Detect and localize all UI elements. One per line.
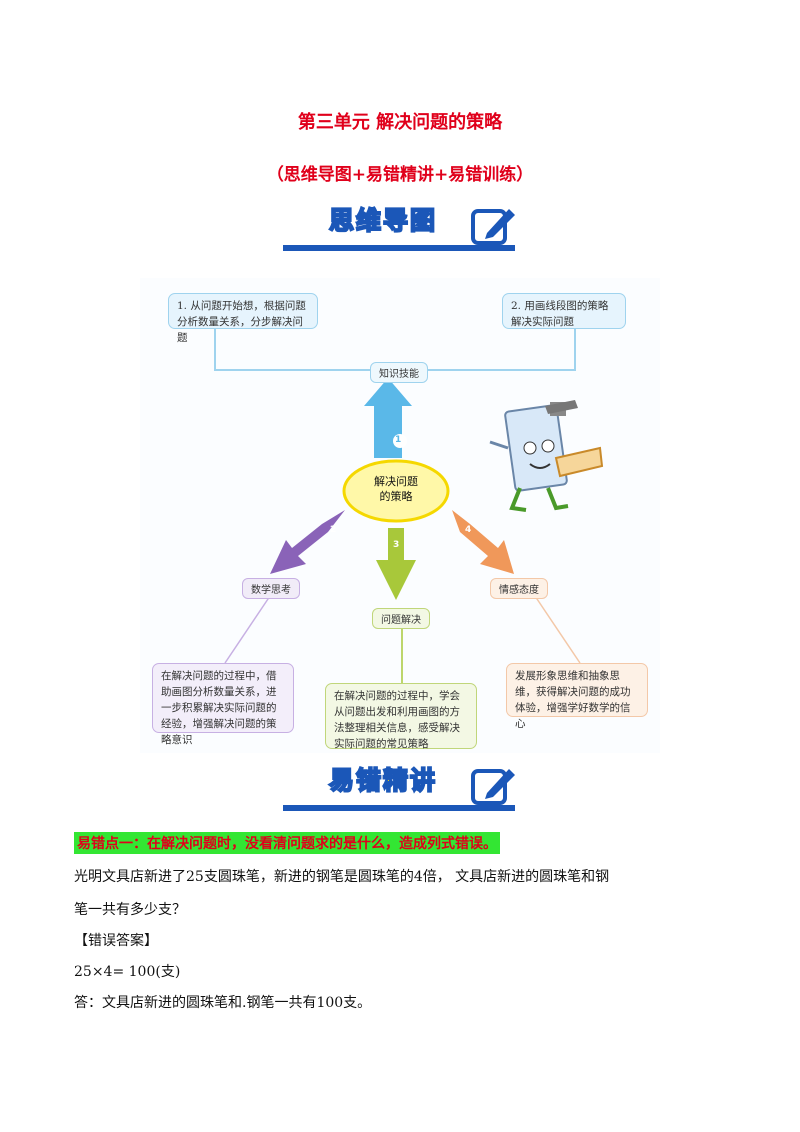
arrow-number-1 [393,434,407,448]
arrow-number-4-label: 4 [465,525,472,535]
attitude-tag: 情感态度 [490,578,548,599]
calculation: 25×4= 100(支) [74,964,181,980]
arrow-right [452,510,514,574]
skill-box-1: 1. 从问题开始想，根据问题分析数量关系，分步解决问题 [168,293,318,344]
solve-text-box: 在解决问题的过程中，学会从问题出发和利用画图的方法整理相关信息，感受解决实际问题… [325,683,477,750]
arrow-left [270,510,345,574]
attitude-connector-line [534,595,581,664]
arrow-number-1-label: 1 [395,435,402,445]
arrow-number-3-label: 3 [393,540,400,550]
arrow-down [376,528,416,600]
knowledge-tag: 知识技能 [370,362,428,383]
book-mascot [489,400,604,512]
mindmap-banner-title: 思维导图 [328,205,438,236]
page-subtitle: （思维导图+易错精讲+易错训练） [266,165,534,185]
skill-box-2: 2. 用画线段图的策略解决实际问题 [502,293,626,329]
mind-map-graphic [214,328,604,683]
pencil-edit-icon [471,209,515,245]
wrong-answer-label: 【错误答案】 [74,933,158,949]
problem-line-2: 笔一共有多少支？ [74,902,186,918]
solve-tag: 问题解决 [372,608,430,629]
problem-line-1: 光明文具店新进了25支圆珠笔，新进的钢笔是圆珠笔的4倍， 文具店新进的圆珠笔和钢 [74,869,610,885]
errors-banner-title: 易错精讲 [328,765,438,796]
pencil-edit-icon [471,769,515,805]
page-title: 第三单元 解决问题的策略 [297,112,503,133]
mindmap-banner: 思维导图 [283,205,523,253]
attitude-text-box: 发展形象思维和抽象思维，获得解决问题的成功体验，增强学好数学的信心 [506,663,648,730]
center-label: 解决问题 的策略 [374,475,418,503]
mind-map: 1. 从问题开始想，根据问题分析数量关系，分步解决问题 2. 用画线段图的策略解… [140,278,660,753]
center-cloud [342,459,450,523]
thinking-connector-line [224,595,271,664]
arrow-number-2-label: 2 [330,525,337,535]
thinking-text-box: 在解决问题的过程中，借助画图分析数量关系，进一步积累解决实际问题的经验，增强解决… [152,663,294,746]
errors-banner: 易错精讲 [283,765,523,813]
answer-line: 答：文具店新进的圆珠笔和.钢笔一共有100支。 [74,995,372,1011]
error-point-heading: 易错点一：在解决问题时，没看清问题求的是什么，造成列式错误。 [74,832,500,854]
thinking-tag: 数学思考 [242,578,300,599]
